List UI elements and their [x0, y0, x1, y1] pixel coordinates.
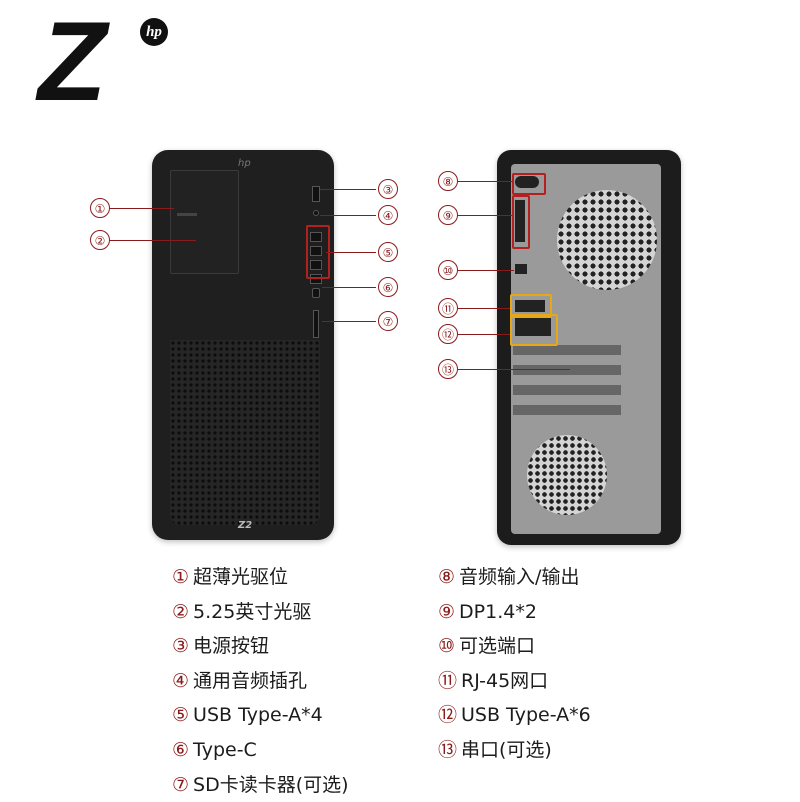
legend-number: ⑤: [172, 704, 190, 727]
legend-number: ②: [172, 600, 190, 623]
tower-front-view: hp Z2: [152, 150, 334, 540]
legend-label: 通用音频插孔: [193, 669, 308, 692]
optional-port: [515, 264, 527, 274]
legend-label: SD卡读卡器(可选): [193, 773, 349, 796]
callout-line-4: [320, 215, 376, 217]
callout-line-12: [458, 334, 510, 336]
callout-marker-6: ⑥: [378, 277, 398, 297]
callout-marker-7: ⑦: [378, 311, 398, 331]
legend-number: ①: [172, 566, 190, 588]
callout-marker-4: ④: [378, 205, 398, 225]
callout-line-11: [458, 308, 510, 310]
optical-drive-bay: [170, 170, 239, 274]
hp-logo-badge: hp: [140, 18, 168, 46]
legend-number: ⑪: [438, 669, 458, 692]
audio-highlight-box: [512, 173, 546, 195]
tower-rear-view: [497, 150, 681, 545]
callout-marker-10: ⑩: [438, 260, 458, 280]
legend-number: ③: [172, 635, 190, 658]
legend-label: 串口(可选): [461, 738, 552, 761]
usb-rear-highlight-box: [510, 314, 558, 346]
expansion-slot: [513, 405, 621, 415]
legend-label: 5.25英寸光驱: [193, 600, 312, 623]
legend-number: ⑨: [438, 600, 456, 623]
legend-label: 可选端口: [459, 635, 536, 658]
legend-number: ④: [172, 669, 190, 692]
callout-marker-11: ⑪: [438, 298, 458, 318]
front-usb-port: [310, 260, 322, 270]
legend-number: ⑫: [438, 704, 458, 727]
displayport-ports: [515, 200, 525, 242]
callout-line-8: [458, 181, 512, 183]
audio-ports: [515, 176, 539, 188]
callout-line-9: [458, 215, 512, 217]
sd-card-slot: [313, 310, 319, 338]
legend-label: Type-C: [193, 738, 257, 761]
expansion-slot: [513, 385, 621, 395]
legend-label: RJ-45网口: [461, 669, 549, 692]
legend-label: DP1.4*2: [459, 600, 537, 623]
drive-eject-slot: [177, 213, 197, 216]
callout-line-13: [458, 369, 570, 371]
callout-line-2: [110, 240, 196, 242]
front-mesh-grille: [170, 340, 320, 525]
expansion-slot: [513, 345, 621, 355]
front-usb-port: [310, 274, 322, 284]
callout-marker-1: ①: [90, 198, 110, 218]
front-usb-port: [310, 246, 322, 256]
legend-number: ⑧: [438, 566, 456, 588]
legend-number: ⑩: [438, 635, 456, 658]
z-logo-letter: Z: [38, 0, 106, 124]
front-top-hp-badge: hp: [238, 158, 251, 169]
legend-label: 音频输入/输出: [459, 566, 580, 588]
callout-marker-9: ⑨: [438, 205, 458, 225]
rear-exhaust-fan: [557, 190, 657, 290]
callout-marker-8: ⑧: [438, 171, 458, 191]
legend-label: 超薄光驱位: [193, 566, 289, 588]
legend-label: USB Type-A*6: [461, 704, 591, 727]
callout-marker-5: ⑤: [378, 242, 398, 262]
callout-line-1: [110, 208, 174, 210]
front-z2-badge: Z2: [238, 520, 253, 531]
front-usb-port: [310, 232, 322, 242]
power-button: [312, 186, 320, 202]
dp-highlight-box: [512, 195, 530, 249]
callout-marker-2: ②: [90, 230, 110, 250]
callout-line-3: [320, 189, 376, 191]
legend-label: 电源按钮: [193, 635, 270, 658]
rj45-usb-ports: [515, 300, 545, 312]
callout-line-10: [458, 270, 514, 272]
psu-fan: [527, 435, 607, 515]
callout-line-7: [322, 321, 376, 323]
callout-line-5: [326, 252, 376, 254]
legend-label: USB Type-A*4: [193, 704, 323, 727]
type-c-port: [312, 288, 320, 298]
callout-marker-3: ③: [378, 179, 398, 199]
rj45-highlight-box: [510, 294, 552, 318]
rear-usb-ports: [515, 318, 551, 336]
audio-jack: [313, 210, 319, 216]
legend-number: ⑬: [438, 738, 458, 761]
hp-z-logo: Z hp: [38, 6, 183, 118]
callout-line-6: [322, 287, 376, 289]
legend-number: ⑦: [172, 773, 190, 796]
callout-marker-13: ⑬: [438, 359, 458, 379]
callout-marker-12: ⑫: [438, 324, 458, 344]
legend-number: ⑥: [172, 738, 190, 761]
